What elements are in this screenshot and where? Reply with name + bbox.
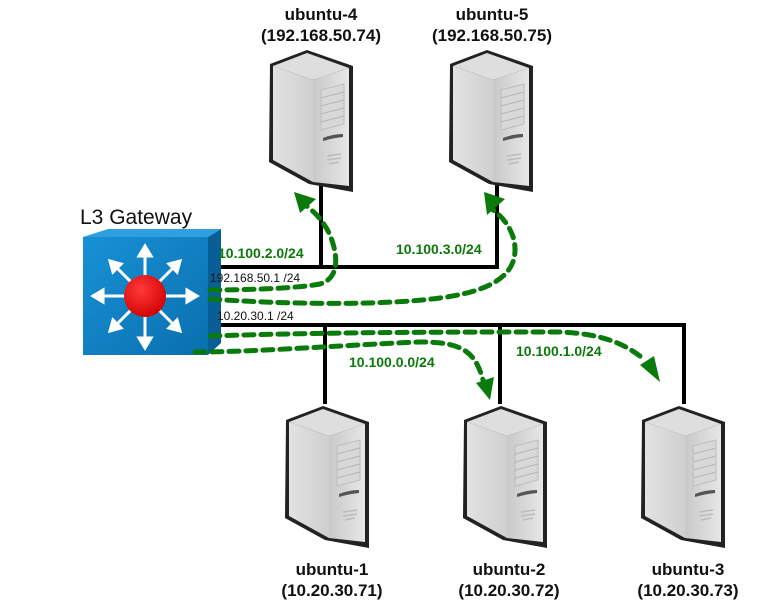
host-name: ubuntu-4 (285, 5, 358, 24)
route-label: 10.100.3.0/24 (396, 241, 482, 257)
route-10-100-0-0: 10.100.0.0/24 (192, 339, 494, 400)
route-arrowhead (294, 192, 316, 213)
route-10-100-2-0: 10.100.2.0/24 (207, 192, 339, 293)
route-label: 10.100.0.0/24 (349, 354, 435, 370)
network-segment-10-20-30 (208, 323, 686, 404)
host-name: ubuntu-3 (652, 560, 725, 579)
l3-gateway[interactable]: L3 Gateway 192.168.50.1 /24 10.20.30.1 /… (80, 206, 300, 355)
route-label: 10.100.2.0/24 (218, 245, 304, 261)
route-path (207, 329, 648, 363)
server-icon (448, 49, 534, 193)
route-path (207, 201, 339, 293)
server-icon (462, 405, 548, 549)
server-icon (640, 405, 726, 549)
gateway-label: L3 Gateway (80, 206, 193, 229)
host-ip: (192.168.50.75) (432, 26, 552, 45)
route-10-100-1-0: 10.100.1.0/24 (207, 329, 660, 382)
host-ubuntu-4[interactable]: ubuntu-4 (192.168.50.74) (261, 5, 381, 193)
host-ip: (10.20.30.73) (637, 581, 738, 600)
layer3-switch-icon (83, 229, 221, 355)
route-path (207, 205, 518, 306)
host-ubuntu-3[interactable]: ubuntu-3 (10.20.30.73) (637, 405, 739, 600)
interface-label-10-20-30: 10.20.30.1 /24 (217, 309, 294, 323)
interface-label-192-168-50: 192.168.50.1 /24 (210, 271, 300, 285)
server-icon (268, 49, 354, 193)
route-arrowhead (476, 377, 494, 400)
host-name: ubuntu-2 (473, 560, 546, 579)
host-ubuntu-5[interactable]: ubuntu-5 (192.168.50.75) (432, 5, 552, 193)
host-ubuntu-2[interactable]: ubuntu-2 (10.20.30.72) (458, 405, 560, 600)
host-ubuntu-1[interactable]: ubuntu-1 (10.20.30.71) (281, 405, 383, 600)
route-arrowhead (484, 192, 505, 215)
host-ip: (192.168.50.74) (261, 26, 381, 45)
route-10-100-3-0: 10.100.3.0/24 (207, 192, 518, 306)
route-arrowhead (640, 356, 660, 382)
host-name: ubuntu-5 (456, 5, 529, 24)
route-label: 10.100.1.0/24 (516, 343, 602, 359)
route-path (192, 339, 486, 383)
server-icon (284, 405, 370, 549)
host-ip: (10.20.30.72) (458, 581, 559, 600)
host-name: ubuntu-1 (296, 560, 369, 579)
host-ip: (10.20.30.71) (281, 581, 382, 600)
